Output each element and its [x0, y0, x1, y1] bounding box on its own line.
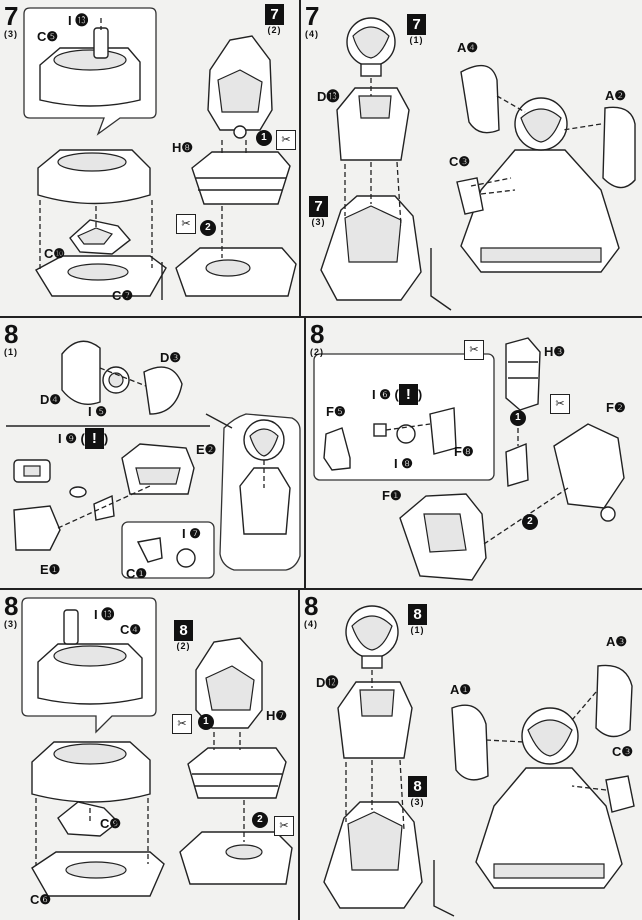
part-label: F❽ — [454, 444, 474, 459]
step-number: 7 (4) — [305, 3, 319, 39]
nipper-icon: ✂ — [172, 714, 192, 734]
nipper-icon: ✂ — [550, 394, 570, 414]
part-label: C❼ — [112, 288, 134, 303]
part-label: C❿ — [44, 246, 66, 261]
step-8-3-illustration — [21, 597, 293, 897]
part-label: A❶ — [450, 682, 472, 697]
part-label: A❷ — [605, 88, 627, 103]
step-number-sub: (4) — [304, 619, 318, 629]
panel-divider — [0, 588, 642, 590]
step-reference: 7 (2) — [265, 4, 284, 35]
ref-number: 8 — [408, 776, 427, 797]
step-number: 8 (3) — [4, 593, 18, 629]
panel-divider — [304, 318, 306, 590]
nipper-icon: ✂ — [464, 340, 484, 360]
step-8-2: 8 (2) H❸ I ❻ (!) F❺ F❽ I ❽ F❷ F❶ 1 2 ✂ ✂ — [306, 318, 642, 588]
part-label: H❽ — [172, 140, 194, 155]
ref-sub: (2) — [176, 641, 191, 651]
part-label: I ⓭ — [94, 607, 115, 622]
step-8-4: 8 (4) 8 (1) 8 (3) D⓬ A❸ A❶ C❸ — [300, 590, 642, 920]
warning-icon: (!) — [394, 384, 423, 405]
part-label: F❶ — [382, 488, 402, 503]
step-number-main: 8 — [4, 319, 19, 349]
step-number-sub: (4) — [305, 29, 319, 39]
part-label: C❸ — [612, 744, 634, 759]
step-reference: 8 (3) — [408, 776, 427, 807]
part-label-text: I ❾ — [58, 431, 77, 446]
step-8-1-illustration — [6, 340, 301, 579]
ref-sub: (1) — [410, 625, 425, 635]
part-label-text: I ❻ — [372, 387, 391, 402]
step-8-4-illustration — [323, 605, 635, 917]
step-number: 7 (3) — [4, 3, 18, 39]
step-reference: 8 (2) — [174, 620, 193, 651]
step-number-main: 7 — [4, 1, 19, 31]
part-label: A❸ — [606, 634, 628, 649]
part-label: F❺ — [326, 404, 346, 419]
step-7-3-illustration — [23, 7, 297, 300]
step-number-main: 8 — [310, 319, 325, 349]
ref-sub: (2) — [267, 25, 282, 35]
step-7-3: 7 (3) 7 (2) I ⓭ C❺ C❿ C❼ H❽ 1 2 ✂ ✂ — [0, 0, 299, 316]
ref-sub: (1) — [409, 35, 424, 45]
ref-number: 8 — [174, 620, 193, 641]
part-label: D⓭ — [317, 89, 340, 104]
step-8-2-illustration — [313, 337, 625, 581]
part-label: E❶ — [40, 562, 61, 577]
nipper-icon: ✂ — [274, 816, 294, 836]
part-label: D⓬ — [316, 675, 339, 690]
part-label: I ⓭ — [68, 13, 89, 28]
part-label: I ❺ — [88, 404, 107, 419]
ref-number: 8 — [408, 604, 427, 625]
part-label: C❺ — [37, 29, 59, 44]
step-number-sub: (3) — [4, 619, 18, 629]
step-number: 8 (1) — [4, 321, 18, 357]
step-7-4-illustration — [320, 17, 636, 311]
part-label: D❸ — [160, 350, 182, 365]
part-label: C❶ — [126, 566, 148, 581]
part-label: I ❾ (!) — [58, 428, 108, 449]
step-reference: 7 (3) — [309, 196, 328, 227]
step-number-sub: (1) — [4, 347, 18, 357]
ref-number: 7 — [265, 4, 284, 25]
panel-divider — [298, 590, 300, 920]
part-label: C❾ — [100, 816, 122, 831]
step-number-sub: (3) — [4, 29, 18, 39]
step-number-main: 8 — [4, 591, 19, 621]
step-8-1: 8 (1) D❹ D❸ I ❺ I ❾ (!) E❷ E❶ C❶ I ❼ — [0, 318, 304, 588]
part-label: C❹ — [120, 622, 142, 637]
part-label: I ❻ (!) — [372, 384, 422, 405]
panel-divider — [299, 0, 301, 318]
nipper-icon: ✂ — [276, 130, 296, 150]
step-number-main: 8 — [304, 591, 319, 621]
part-label: H❸ — [544, 344, 566, 359]
step-7-4: 7 (4) 7 (1) 7 (3) D⓭ A❹ A❷ C❸ — [301, 0, 642, 316]
ref-sub: (3) — [311, 217, 326, 227]
step-reference: 7 (1) — [407, 14, 426, 45]
part-label: C❻ — [30, 892, 52, 907]
nipper-icon: ✂ — [176, 214, 196, 234]
part-label: H❼ — [266, 708, 288, 723]
part-label: C❸ — [449, 154, 471, 169]
ref-sub: (3) — [410, 797, 425, 807]
part-label: A❹ — [457, 40, 479, 55]
ref-number: 7 — [309, 196, 328, 217]
step-number: 8 (2) — [310, 321, 324, 357]
step-8-3: 8 (3) 8 (2) I ⓭ C❹ C❾ C❻ H❼ 1 2 ✂ ✂ — [0, 590, 298, 920]
part-label: F❷ — [606, 400, 626, 415]
ref-number: 7 — [407, 14, 426, 35]
step-number: 8 (4) — [304, 593, 318, 629]
step-number-sub: (2) — [310, 347, 324, 357]
warning-icon: (!) — [80, 428, 109, 449]
panel-divider — [0, 316, 642, 318]
step-reference: 8 (1) — [408, 604, 427, 635]
part-label: I ❼ — [182, 526, 201, 541]
step-number-main: 7 — [305, 1, 320, 31]
part-label: I ❽ — [394, 456, 413, 471]
part-label: E❷ — [196, 442, 217, 457]
part-label: D❹ — [40, 392, 62, 407]
